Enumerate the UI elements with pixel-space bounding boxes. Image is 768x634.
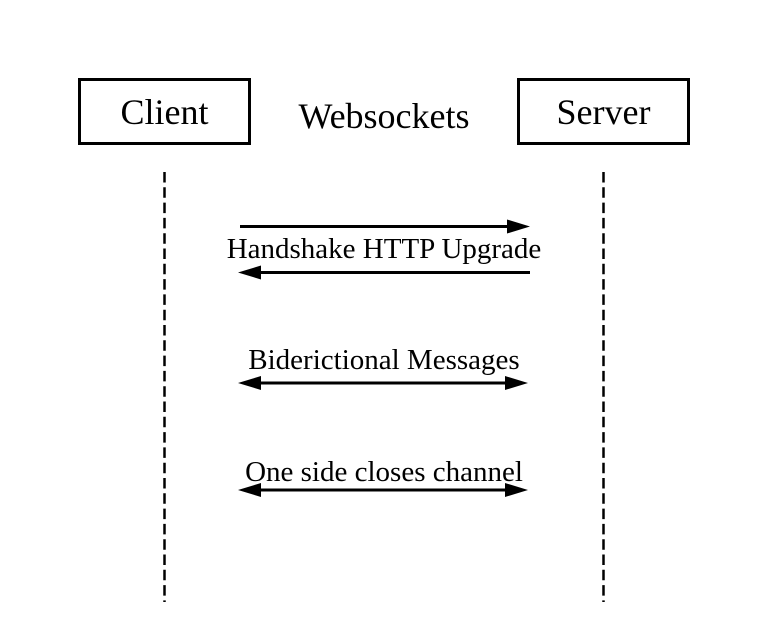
- message-label-handshake: Handshake HTTP Upgrade: [226, 233, 542, 265]
- actor-server-label: Server: [556, 91, 651, 132]
- handshake-response-arrow-icon: [238, 265, 530, 280]
- message-label-bidirectional: Biderictional Messages: [248, 344, 520, 376]
- close-channel-arrow-icon: [238, 483, 528, 497]
- diagram-title: Websockets: [298, 96, 470, 136]
- handshake-request-arrow-icon: [240, 219, 530, 234]
- actor-client-label: Client: [120, 91, 209, 132]
- bidirectional-messages-arrow-icon: [238, 376, 528, 390]
- actor-box-client: Client: [78, 78, 251, 145]
- actor-box-server: Server: [517, 78, 690, 145]
- message-label-close: One side closes channel: [245, 456, 523, 488]
